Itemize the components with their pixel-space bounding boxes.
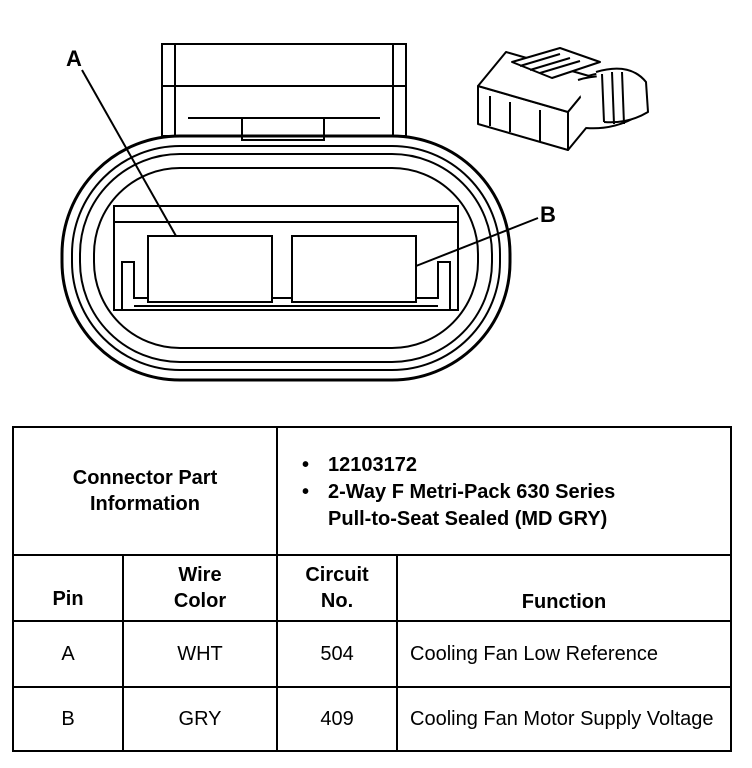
terminal-cavity-a — [147, 235, 273, 303]
pin-cell: B — [12, 686, 124, 752]
callout-a-label: A — [66, 46, 82, 71]
table-row: A WHT 504 Cooling Fan Low Reference — [12, 620, 733, 688]
header-wire-color: Wire Color — [121, 554, 279, 622]
callout-b-label: B — [540, 202, 556, 227]
table-row: B GRY 409 Cooling Fan Motor Supply Volta… — [12, 686, 733, 752]
circuit-cell: 504 — [276, 620, 399, 688]
header-circuit-no: Circuit No. — [276, 554, 399, 622]
function-cell: Cooling Fan Motor Supply Voltage — [396, 686, 733, 752]
header-function: Function — [396, 554, 733, 622]
part-description: 2-Way F Metri-Pack 630 Series Pull-to-Se… — [302, 479, 618, 533]
connector-part-row: Connector Part Information 12103172 2-Wa… — [11, 426, 733, 556]
connector-cavity — [113, 205, 459, 311]
circuit-cell: 409 — [276, 686, 399, 752]
connector-isometric-icon — [477, 47, 649, 151]
callout-a-leader — [81, 69, 177, 237]
column-header-row: Pin Wire Color Circuit No. Function — [12, 554, 733, 622]
callout-b-leader — [415, 217, 539, 267]
wire-color-cell: WHT — [121, 620, 279, 688]
connector-diagram: A B — [60, 43, 649, 382]
connector-housing — [60, 134, 512, 382]
terminal-cavity-b — [291, 235, 417, 303]
wire-color-cell: GRY — [121, 686, 279, 752]
pin-cell: A — [12, 620, 124, 688]
part-number: 12103172 — [302, 452, 730, 479]
connector-part-info: 12103172 2-Way F Metri-Pack 630 Series P… — [276, 426, 733, 556]
connector-info-table: Connector Part Information 12103172 2-Wa… — [11, 426, 733, 752]
function-cell: Cooling Fan Low Reference — [396, 620, 733, 688]
header-pin: Pin — [12, 554, 124, 622]
connector-latch — [161, 43, 407, 141]
connector-part-label: Connector Part Information — [11, 426, 279, 556]
